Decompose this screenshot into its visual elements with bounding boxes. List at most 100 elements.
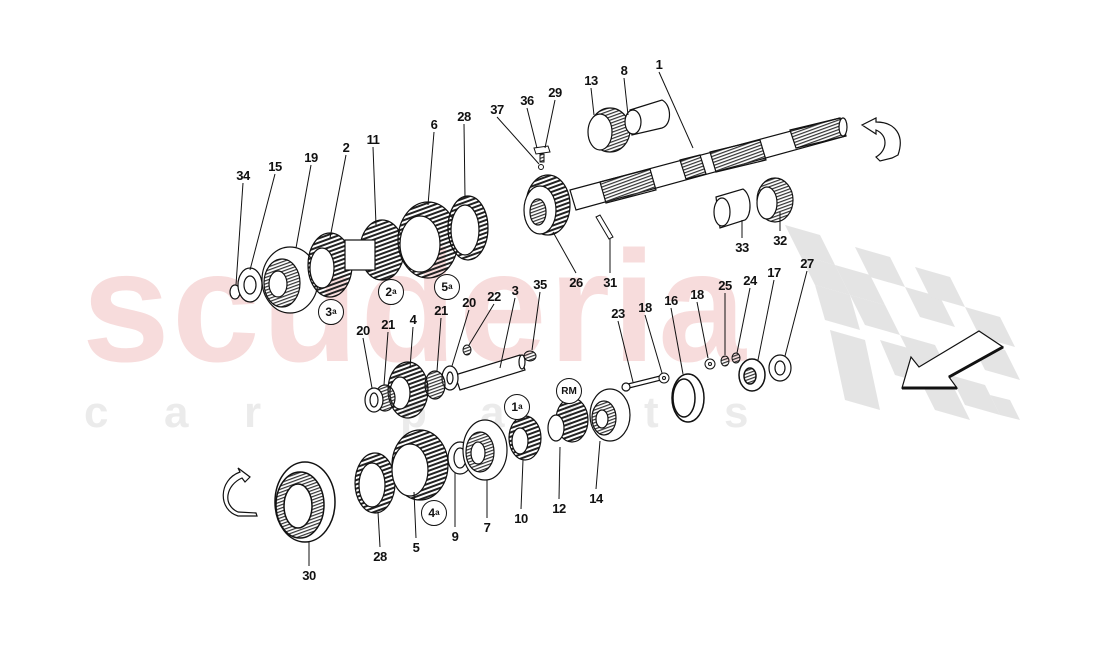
- callout-29[interactable]: 29: [548, 85, 562, 100]
- callout-7[interactable]: 7: [483, 520, 491, 535]
- part-16-seal: [671, 373, 705, 423]
- callout-33[interactable]: 33: [735, 240, 749, 255]
- callout-37[interactable]: 37: [490, 102, 504, 117]
- gear-badge-number: 5: [441, 280, 449, 294]
- callout-18[interactable]: 18: [638, 300, 652, 315]
- part-18-washer-b: [704, 358, 716, 370]
- callout-8[interactable]: 8: [620, 63, 628, 78]
- callout-19[interactable]: 19: [304, 150, 318, 165]
- part-28-synchro-ring-lower: [354, 452, 396, 514]
- gear-badge-number: RM: [561, 385, 577, 397]
- callout-25[interactable]: 25: [718, 278, 732, 293]
- part-25-nut: [720, 355, 730, 367]
- callout-35[interactable]: 35: [533, 277, 547, 292]
- watermark-letter: s: [724, 388, 749, 437]
- callout-22[interactable]: 22: [487, 289, 501, 304]
- part-29-key: [533, 145, 551, 170]
- callout-2[interactable]: 2: [342, 140, 350, 155]
- part-32-needle-bearing: [756, 177, 794, 223]
- callout-28[interactable]: 28: [457, 109, 471, 124]
- part-30-sleeve: [274, 461, 336, 543]
- part-23-bolt: [621, 375, 662, 392]
- callout-24[interactable]: 24: [743, 273, 757, 288]
- gear-badge-reverse: RM: [556, 378, 582, 404]
- callout-21[interactable]: 21: [434, 303, 448, 318]
- part-31-pin: [595, 214, 614, 240]
- callout-13[interactable]: 13: [584, 73, 598, 88]
- watermark-letter: c: [84, 388, 109, 437]
- part-18-washer-a: [658, 372, 670, 384]
- rotation-arrow-top-right: [860, 117, 901, 162]
- front-direction-arrow: [901, 330, 1005, 390]
- callout-18[interactable]: 18: [690, 287, 704, 302]
- callout-14[interactable]: 14: [589, 491, 603, 506]
- callout-12[interactable]: 12: [552, 501, 566, 516]
- part-4-gear: [387, 361, 429, 419]
- gear-badge-ordinal: a: [518, 401, 523, 411]
- checkered-flag-watermark: [785, 225, 1020, 420]
- gear-badge-number: 1: [511, 400, 519, 414]
- callout-23[interactable]: 23: [611, 306, 625, 321]
- callout-11[interactable]: 11: [366, 132, 380, 147]
- part-19-bearing: [261, 246, 319, 314]
- part-17-bearing-nut: [738, 358, 766, 392]
- gear-badge-number: 4: [428, 506, 436, 520]
- part-5-gear: [391, 429, 449, 501]
- part-15-nut: [237, 267, 263, 303]
- part-7-bearing: [462, 419, 508, 481]
- callout-28[interactable]: 28: [373, 549, 387, 564]
- callout-20[interactable]: 20: [462, 295, 476, 310]
- callout-31[interactable]: 31: [603, 275, 617, 290]
- part-8-bushing: [624, 99, 671, 136]
- callout-3[interactable]: 3: [511, 283, 519, 298]
- part-13-needle-bearing: [587, 107, 631, 153]
- callout-30[interactable]: 30: [302, 568, 316, 583]
- callout-10[interactable]: 10: [514, 511, 528, 526]
- part-12-gear: [547, 397, 589, 443]
- gear-badge-ordinal: a: [448, 281, 453, 291]
- callout-20[interactable]: 20: [356, 323, 370, 338]
- part-10-gear: [508, 415, 542, 461]
- callout-15[interactable]: 15: [268, 159, 282, 174]
- watermark-letter: t: [644, 388, 659, 437]
- part-3-layshaft: [454, 354, 526, 391]
- part-6-gear: [397, 201, 459, 279]
- gear-badge-number: 2: [385, 285, 393, 299]
- leader-lines: [235, 71, 808, 566]
- part-33-bushing: [713, 188, 751, 229]
- callout-21[interactable]: 21: [381, 317, 395, 332]
- gear-badge-ordinal: a: [392, 286, 397, 296]
- callout-34[interactable]: 34: [236, 168, 250, 183]
- callout-17[interactable]: 17: [767, 265, 781, 280]
- part-28-synchro-ring-upper: [447, 195, 489, 261]
- part-22-plug: [462, 344, 472, 356]
- watermark-letter: a: [164, 388, 189, 437]
- callout-26[interactable]: 26: [569, 275, 583, 290]
- callout-32[interactable]: 32: [773, 233, 787, 248]
- callout-27[interactable]: 27: [800, 256, 814, 271]
- callout-1[interactable]: 1: [655, 57, 663, 72]
- part-24-nut: [731, 352, 741, 364]
- callout-9[interactable]: 9: [451, 529, 459, 544]
- gear-badge-ordinal: a: [435, 507, 440, 517]
- part-26-synchro-hub: [523, 174, 571, 236]
- part-11-gear: [344, 219, 405, 281]
- part-27-lock-nut: [768, 354, 792, 382]
- rotation-arrow-bottom-left: [222, 467, 258, 517]
- callout-16[interactable]: 16: [664, 293, 678, 308]
- callout-5[interactable]: 5: [412, 540, 420, 555]
- watermark-letter: r: [244, 388, 262, 437]
- part-14-bearing: [589, 388, 631, 442]
- callout-6[interactable]: 6: [430, 117, 438, 132]
- callout-36[interactable]: 36: [520, 93, 534, 108]
- gear-badge-ordinal: a: [332, 306, 337, 316]
- part-35-plug: [523, 350, 537, 362]
- main-shaft: [569, 117, 848, 211]
- callout-4[interactable]: 4: [409, 312, 417, 327]
